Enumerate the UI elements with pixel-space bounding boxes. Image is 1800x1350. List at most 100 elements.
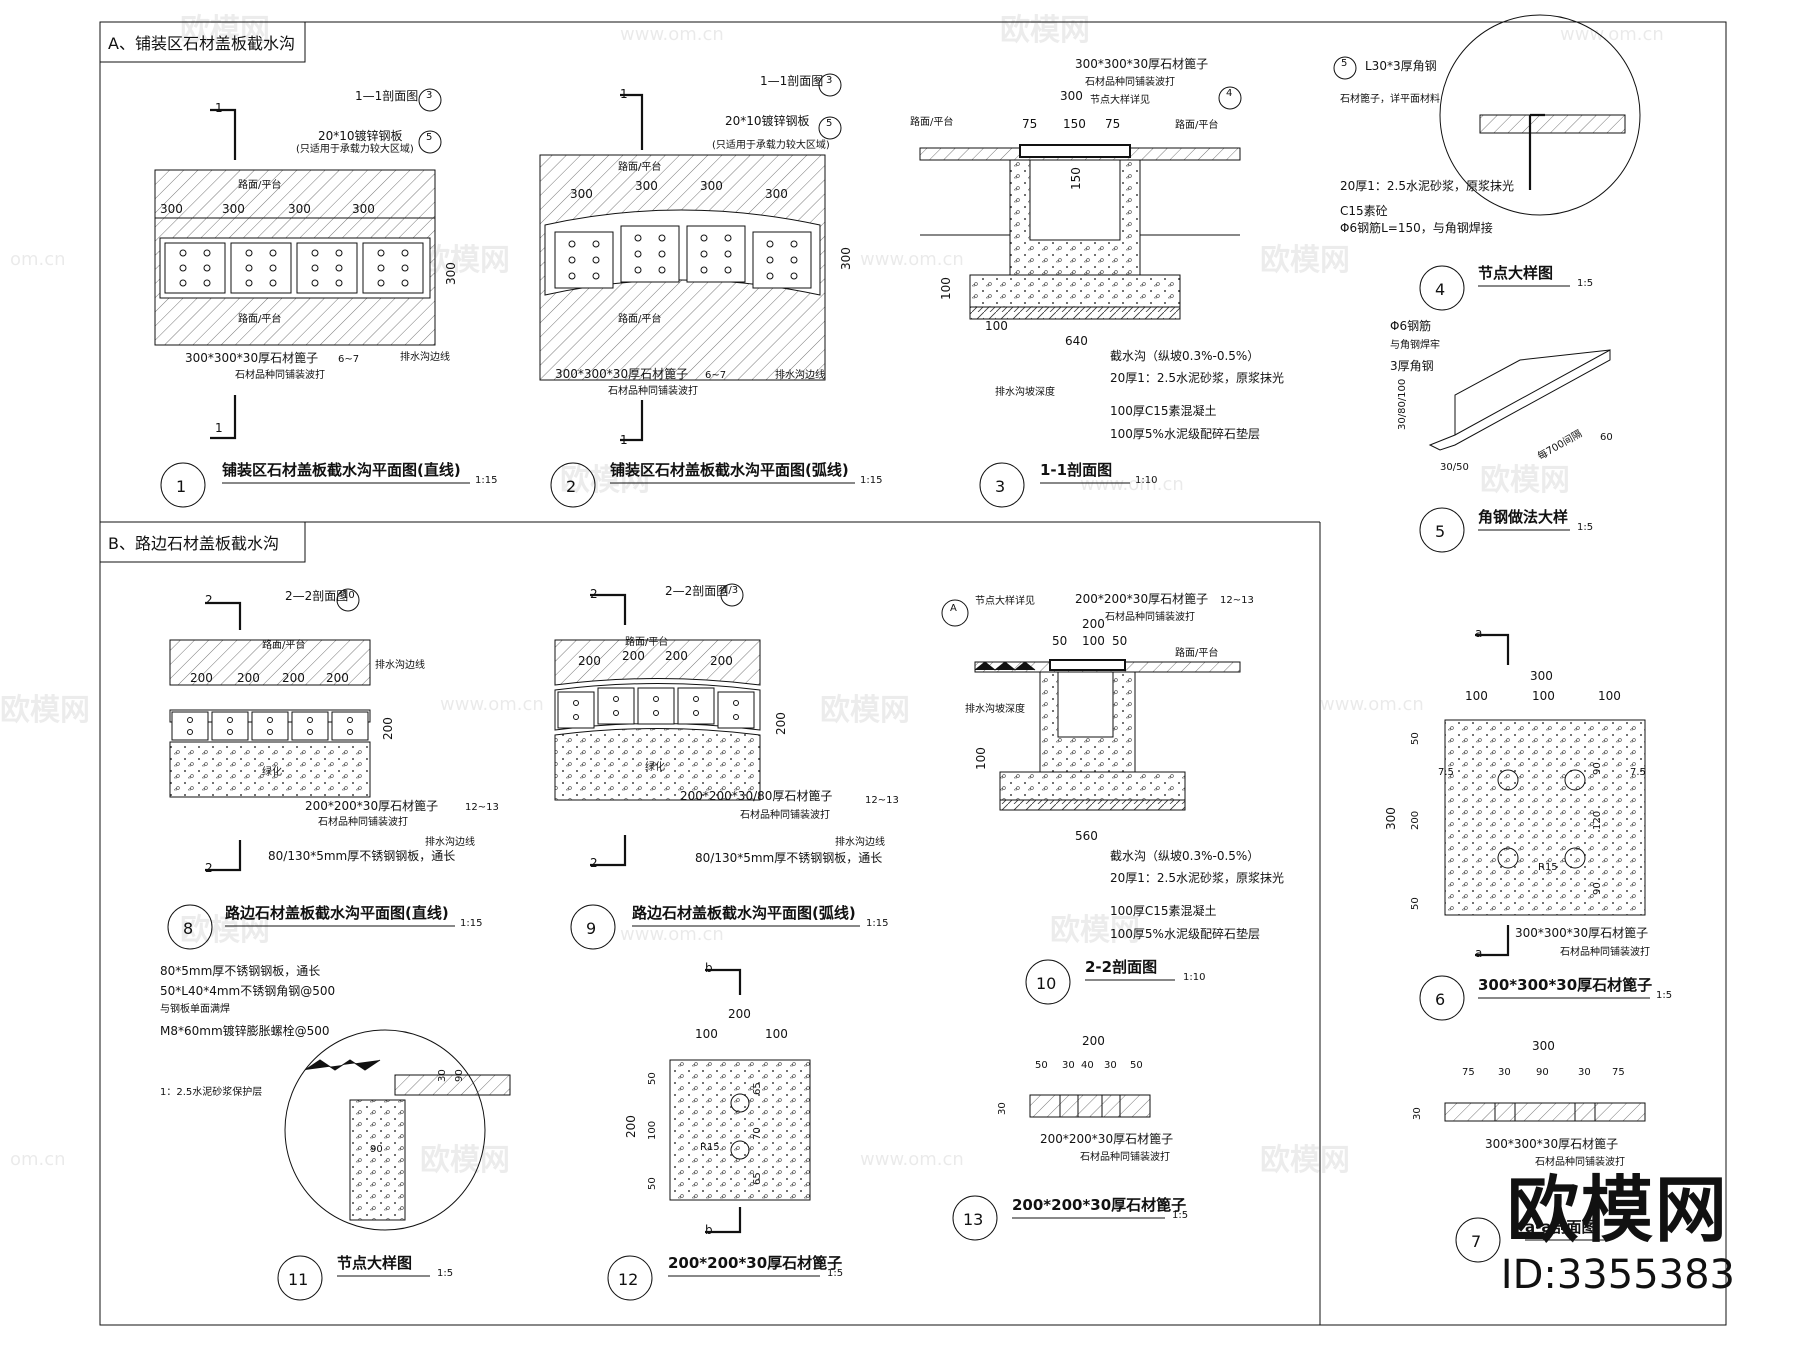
svg-text:欧模网: 欧模网 — [1000, 13, 1090, 48]
svg-text:1:5: 1:5 — [437, 1268, 453, 1279]
grate-cell — [686, 225, 746, 283]
svg-text:欧模网: 欧模网 — [1260, 1143, 1350, 1178]
grate-cell — [171, 711, 209, 741]
svg-text:300*300*30厚石材篦子: 300*300*30厚石材篦子 — [1485, 1136, 1618, 1151]
svg-text:欧模网: 欧模网 — [420, 1143, 510, 1178]
svg-text:200: 200 — [381, 717, 395, 740]
svg-text:150: 150 — [1069, 167, 1083, 190]
grate-cell — [677, 687, 715, 725]
svg-text:30: 30 — [1498, 1067, 1511, 1078]
svg-text:石材品种同铺装波打: 石材品种同铺装波打 — [318, 815, 408, 828]
svg-text:200*200*30厚石材篦子: 200*200*30厚石材篦子 — [1075, 591, 1208, 606]
figure-4-node-detail: L30*3厚角钢 5 石材篦子，详平面材料 20厚1：2.5水泥砂浆，原浆抹光 … — [1333, 14, 1641, 311]
figure-10-number: 10 — [1036, 974, 1056, 993]
svg-text:www.om.cn: www.om.cn — [1320, 694, 1424, 715]
svg-text:300: 300 — [700, 179, 723, 193]
svg-text:路面/平台: 路面/平台 — [618, 312, 661, 325]
svg-text:75: 75 — [1462, 1067, 1475, 1078]
svg-text:om.cn: om.cn — [10, 1149, 66, 1170]
figure-5-angle-steel: Φ6钢筋 与角钢焊牢 3厚角钢 30/80/100 30/50 60 每700间… — [1390, 318, 1613, 553]
svg-text:a: a — [1475, 946, 1482, 960]
svg-text:每700间隔: 每700间隔 — [1535, 427, 1584, 463]
svg-text:200: 200 — [237, 671, 260, 685]
svg-text:1:15: 1:15 — [866, 918, 888, 929]
svg-text:排水沟边线: 排水沟边线 — [835, 835, 885, 848]
svg-text:www.om.cn: www.om.cn — [440, 694, 544, 715]
svg-text:560: 560 — [1075, 829, 1098, 843]
svg-text:640: 640 — [1065, 334, 1088, 348]
svg-text:65: 65 — [752, 1172, 763, 1185]
svg-text:A: A — [950, 603, 957, 614]
svg-text:排水沟边线: 排水沟边线 — [425, 835, 475, 848]
svg-text:排水沟边线: 排水沟边线 — [400, 350, 450, 363]
figure-10-title: 2-2剖面图 — [1085, 958, 1157, 976]
svg-text:5: 5 — [1341, 58, 1347, 69]
svg-text:R15: R15 — [1538, 862, 1558, 873]
svg-text:40: 40 — [1081, 1060, 1094, 1071]
figure-8-number: 8 — [183, 919, 193, 938]
figure-4-title: 节点大样图 — [1478, 264, 1553, 282]
figure-6-title: 300*300*30厚石材篦子 — [1478, 976, 1652, 994]
svg-text:6~7: 6~7 — [705, 370, 726, 381]
svg-text:石材品种同铺装波打: 石材品种同铺装波打 — [1105, 610, 1195, 623]
figure-12-stone-grate-200: b b 200 100 100 200 50 100 50 65 70 65 R… — [607, 961, 843, 1301]
svg-text:75: 75 — [1022, 117, 1037, 131]
section-a-header: A、铺装区石材盖板截水沟 — [108, 34, 295, 53]
svg-text:1:15: 1:15 — [860, 475, 882, 486]
svg-text:120: 120 — [1592, 811, 1603, 830]
figure-6-number: 6 — [1435, 990, 1445, 1009]
svg-text:100: 100 — [1465, 689, 1488, 703]
figure-8-roadside-plan-straight: 200 200 200 200 路面/平台 绿化 2 2 2—2剖面图 10 排… — [167, 588, 499, 950]
figure-4-number: 4 — [1435, 280, 1445, 299]
svg-text:300: 300 — [570, 187, 593, 201]
svg-text:200: 200 — [326, 671, 349, 685]
figure-1-number: 1 — [176, 477, 186, 496]
grate-cell — [637, 687, 675, 725]
svg-text:300: 300 — [839, 247, 853, 270]
svg-text:1: 1 — [620, 433, 628, 447]
svg-text:1—1剖面图: 1—1剖面图 — [760, 74, 823, 88]
svg-text:300*300*30厚石材篦子: 300*300*30厚石材篦子 — [1075, 56, 1208, 71]
svg-text:石材品种同铺装波打: 石材品种同铺装波打 — [1535, 1155, 1625, 1168]
svg-text:1: 1 — [215, 101, 223, 115]
svg-text:截水沟（纵坡0.3%-0.5%）: 截水沟（纵坡0.3%-0.5%） — [1110, 849, 1259, 863]
svg-text:30/50: 30/50 — [1440, 462, 1469, 473]
svg-text:路面/平台: 路面/平台 — [1175, 646, 1218, 659]
svg-text:60: 60 — [1600, 432, 1613, 443]
svg-text:300: 300 — [765, 187, 788, 201]
svg-text:65: 65 — [752, 1082, 763, 1095]
grate-cell — [331, 711, 369, 741]
svg-text:200: 200 — [1082, 1034, 1105, 1048]
svg-text:www.om.cn: www.om.cn — [1080, 474, 1184, 495]
watermark-layer: 欧模网 欧模网 欧模网 欧模网 欧模网 欧模网 欧模网 欧模网 欧模网 欧模网 … — [0, 13, 1664, 1178]
svg-text:50: 50 — [1052, 634, 1067, 648]
svg-text:3: 3 — [426, 90, 432, 101]
svg-text:300*300*30厚石材篦子: 300*300*30厚石材篦子 — [185, 350, 318, 365]
svg-text:30: 30 — [1062, 1060, 1075, 1071]
svg-text:截水沟（纵坡0.3%-0.5%）: 截水沟（纵坡0.3%-0.5%） — [1110, 349, 1259, 363]
figure-13-stone-grate-section: 200 50 30 40 30 50 30 200*200*30厚石材篦子 石材… — [952, 1034, 1188, 1241]
svg-text:200*200*30厚石材篦子: 200*200*30厚石材篦子 — [1040, 1131, 1173, 1146]
grate-cell — [717, 691, 755, 729]
svg-text:路面/平台: 路面/平台 — [625, 635, 668, 648]
grate-cell — [620, 225, 680, 283]
svg-text:50*L40*4mm不锈钢角钢@500: 50*L40*4mm不锈钢角钢@500 — [160, 984, 335, 998]
grate-cell — [211, 711, 249, 741]
svg-text:30: 30 — [1104, 1060, 1117, 1071]
svg-text:80/130*5mm厚不锈钢钢板，通长: 80/130*5mm厚不锈钢钢板，通长 — [695, 851, 882, 865]
svg-text:石材品种同铺装波打: 石材品种同铺装波打 — [1560, 945, 1650, 958]
svg-text:200: 200 — [1410, 811, 1421, 830]
svg-text:路面/平台: 路面/平台 — [262, 638, 305, 651]
figure-2-title: 铺装区石材盖板截水沟平面图(弧线) — [610, 461, 849, 479]
svg-text:300: 300 — [1384, 807, 1398, 830]
svg-text:75: 75 — [1105, 117, 1120, 131]
grate-cell — [557, 691, 595, 729]
svg-text:300: 300 — [222, 202, 245, 216]
svg-text:200: 200 — [728, 1007, 751, 1021]
svg-text:1: 1 — [215, 421, 223, 435]
svg-text:6~7: 6~7 — [338, 354, 359, 365]
svg-text:石材品种同铺装波打: 石材品种同铺装波打 — [235, 368, 325, 381]
svg-text:Φ6钢筋L=150，与角钢焊接: Φ6钢筋L=150，与角钢焊接 — [1340, 220, 1493, 235]
svg-text:路面/平台: 路面/平台 — [618, 160, 661, 173]
svg-text:200*200*30/80厚石材篦子: 200*200*30/80厚石材篦子 — [680, 788, 832, 803]
